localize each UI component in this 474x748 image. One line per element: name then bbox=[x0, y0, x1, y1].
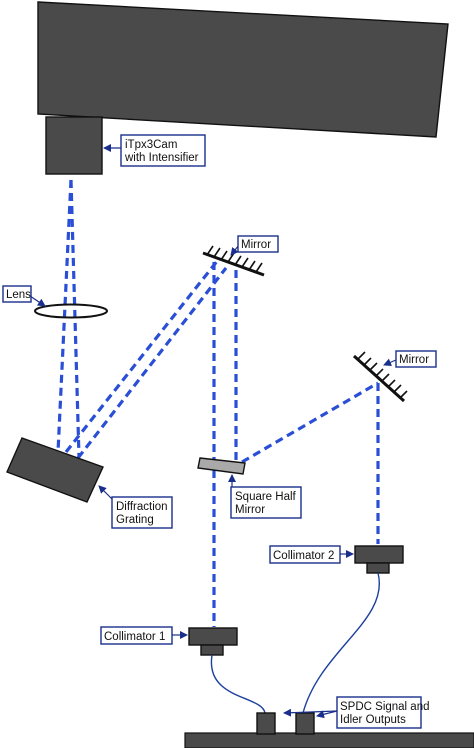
fiber-collimator2 bbox=[302, 572, 381, 714]
spdc-output-idler bbox=[295, 712, 315, 735]
lens bbox=[34, 303, 108, 319]
diffraction-grating bbox=[6, 437, 104, 503]
beam-grating-to-mirror-b bbox=[76, 267, 228, 459]
camera-label: iTpx3Cam with Intensifier bbox=[103, 134, 206, 167]
camera-label-line1: iTpx3Cam bbox=[125, 139, 177, 151]
camera-label-line2: with Intensifier bbox=[124, 152, 199, 164]
half-mirror-label-line2: Mirror bbox=[235, 504, 265, 516]
mirror-right bbox=[352, 351, 408, 403]
beam-halfmirror-to-mirror2 bbox=[241, 381, 379, 464]
mirror-top-label: Mirror bbox=[230, 235, 279, 256]
grating-label-line2: Grating bbox=[116, 514, 154, 526]
mirror-top bbox=[202, 245, 265, 277]
mirror-top-label-text: Mirror bbox=[241, 239, 271, 251]
beam-camera-left bbox=[56, 179, 73, 453]
collimator-2-label-text: Collimator 2 bbox=[273, 550, 334, 562]
collimator-1-label: Collimator 1 bbox=[100, 626, 188, 645]
grating-label: Diffraction Grating bbox=[98, 485, 173, 529]
square-half-mirror bbox=[197, 457, 246, 475]
lens-label-text: Lens bbox=[6, 289, 31, 301]
spdc-label-line2: Idler Outputs bbox=[340, 714, 406, 726]
collimator-2-label: Collimator 2 bbox=[269, 545, 354, 564]
collimator-1 bbox=[188, 627, 238, 656]
spdc-output-signal bbox=[256, 712, 276, 735]
mirror-right-hatching bbox=[357, 351, 408, 399]
collimator-2 bbox=[354, 545, 404, 574]
mirror-top-hatching bbox=[206, 245, 263, 273]
collimator-1-label-text: Collimator 1 bbox=[104, 631, 165, 643]
camera-intensifier bbox=[45, 116, 103, 175]
beam-camera-right bbox=[69, 179, 81, 458]
camera-housing bbox=[37, 1, 449, 138]
spdc-base-plate bbox=[184, 732, 474, 748]
half-mirror-label: Square Half Mirror bbox=[228, 474, 302, 519]
mirror-right-label: Mirror bbox=[383, 350, 437, 368]
spdc-label: SPDC Signal and Idler Outputs bbox=[283, 696, 430, 729]
grating-label-line1: Diffraction bbox=[116, 501, 168, 513]
beam-grating-to-mirror-a bbox=[64, 259, 220, 453]
fiber-collimator1 bbox=[210, 654, 266, 714]
mirror-right-label-text: Mirror bbox=[399, 354, 429, 366]
beam-paths bbox=[56, 179, 380, 627]
spdc-label-line1: SPDC Signal and bbox=[340, 701, 430, 713]
lens-label: Lens bbox=[2, 285, 46, 307]
half-mirror-label-line1: Square Half bbox=[235, 491, 297, 503]
